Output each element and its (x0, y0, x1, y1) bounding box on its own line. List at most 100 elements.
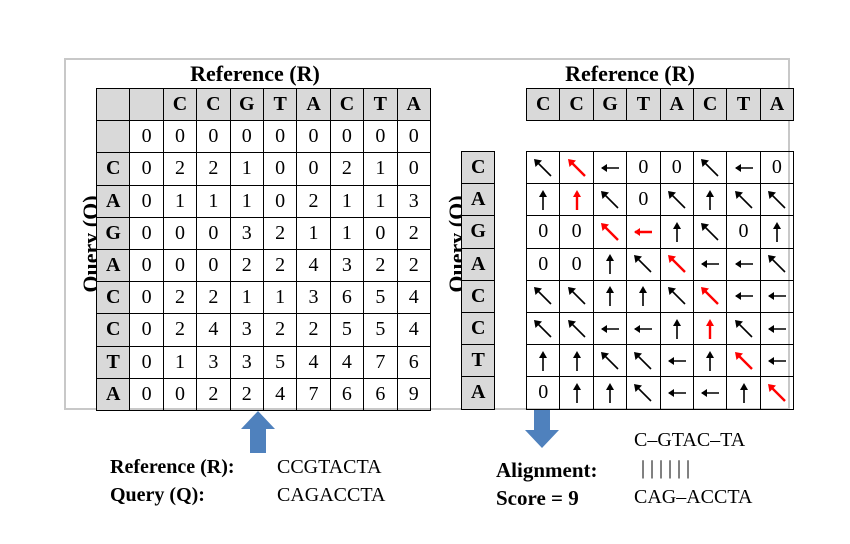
score-cell: 0 (229, 120, 264, 154)
score-cell: 5 (363, 313, 398, 347)
traceback-zero-cell: 0 (759, 150, 795, 185)
diagonal-arrow-icon (667, 287, 686, 305)
reference-base: T (626, 87, 661, 122)
up-arrow-icon (572, 189, 581, 210)
diagonal-arrow-icon (667, 190, 686, 209)
diagonal-arrow-icon (767, 190, 786, 209)
query-base: A (95, 184, 131, 218)
score-cell: 0 (296, 152, 331, 186)
reference-base: C (525, 87, 561, 122)
traceback-cell (759, 279, 795, 313)
left-arrow-icon (667, 356, 686, 365)
score-cell: 2 (162, 152, 198, 186)
left-title: Reference (R) (190, 61, 320, 86)
diagonal-arrow-icon (701, 287, 719, 306)
traceback-cell (659, 344, 694, 378)
diagonal-arrow-icon (567, 319, 586, 338)
score-cell: 2 (196, 377, 231, 411)
traceback-zero-cell: 0 (525, 215, 561, 249)
score-cell: 3 (229, 216, 264, 250)
diagonal-arrow-icon (600, 222, 619, 241)
traceback-cell (592, 311, 628, 346)
up-arrow-icon (572, 382, 581, 403)
traceback-cell (525, 311, 561, 346)
query-base: A (460, 376, 496, 410)
reference-base: T (363, 87, 398, 122)
query-label: Query (Q): (110, 484, 205, 506)
score-cell: 2 (296, 184, 331, 218)
traceback-cell (726, 376, 761, 410)
score-cell: 0 (396, 152, 431, 186)
score-cell: 0 (162, 377, 198, 411)
query-base: G (95, 216, 131, 250)
diagonal-arrow-icon (634, 383, 652, 402)
score-cell: 2 (229, 248, 264, 283)
reference-base: C (162, 87, 198, 122)
score-cell: 1 (196, 184, 231, 218)
traceback-cell (726, 247, 761, 281)
score-cell: 0 (196, 216, 231, 250)
traceback-path-cell (692, 311, 728, 346)
traceback-cell (692, 183, 728, 217)
score-cell: 6 (329, 281, 365, 315)
traceback-zero-cell: 0 (626, 150, 661, 185)
score-cell: 4 (296, 345, 331, 379)
score-cell: 6 (363, 377, 398, 411)
score-cell: 6 (329, 377, 365, 411)
traceback-cell (626, 247, 661, 281)
left-arrow-icon (634, 227, 653, 236)
traceback-cell (659, 311, 694, 346)
score-cell: 7 (363, 345, 398, 379)
traceback-cell (659, 183, 694, 217)
traceback-cell (592, 279, 628, 313)
up-arrow-icon (539, 350, 548, 371)
query-base: T (95, 345, 131, 379)
score-cell: 4 (396, 281, 431, 315)
diagonal-arrow-icon (634, 351, 652, 370)
diagonal-arrow-icon (734, 190, 753, 209)
traceback-cell (592, 150, 628, 185)
traceback-cell (626, 311, 661, 346)
score-cell: 2 (329, 152, 365, 186)
query-base: C (460, 311, 496, 346)
diagonal-arrow-icon (667, 255, 686, 274)
score-cell: 0 (196, 120, 231, 154)
score-cell: 1 (229, 152, 264, 186)
score-cell: 9 (396, 377, 431, 411)
score-cell: 4 (329, 345, 365, 379)
traceback-zero-cell: 0 (726, 215, 761, 249)
traceback-cell (759, 215, 795, 249)
reference-base: G (229, 87, 264, 122)
score-cell: 6 (396, 345, 431, 379)
up-arrow-icon (706, 350, 715, 371)
traceback-cell (692, 247, 728, 281)
traceback-cell (692, 344, 728, 378)
left-arrow-icon (701, 260, 720, 269)
query-base: A (95, 377, 131, 411)
score-cell: 3 (229, 345, 264, 379)
score-cell: 2 (162, 313, 198, 347)
reference-base: G (592, 87, 628, 122)
traceback-path-cell (726, 344, 761, 378)
score-cell: 2 (262, 216, 298, 250)
diagonal-arrow-icon (767, 383, 786, 402)
score-cell: 2 (196, 152, 231, 186)
score-cell: 0 (162, 216, 198, 250)
traceback-cell (759, 247, 795, 281)
score-cell: 2 (363, 248, 398, 283)
reference-base: A (659, 87, 694, 122)
up-arrow-icon (672, 318, 681, 339)
reference-label: Reference (R): (110, 456, 235, 478)
query-base: G (460, 215, 496, 249)
left-arrow-icon (734, 260, 753, 269)
traceback-cell (592, 376, 628, 410)
score-cell: 3 (296, 281, 331, 315)
reference-base: T (726, 87, 761, 122)
score-cell: 1 (329, 216, 365, 250)
score-cell: 0 (162, 248, 198, 283)
score-label: Score = 9 (496, 486, 579, 510)
traceback-cell (559, 311, 594, 346)
score-cell: 1 (162, 184, 198, 218)
corner-cell (129, 87, 164, 122)
